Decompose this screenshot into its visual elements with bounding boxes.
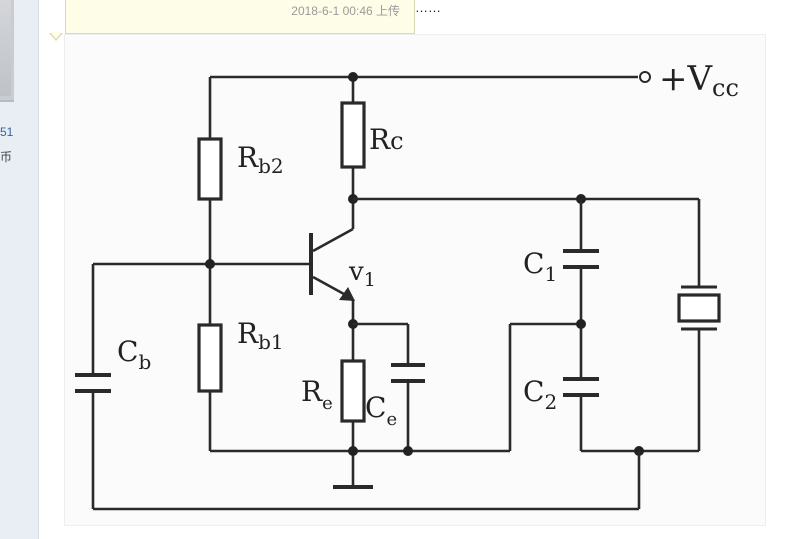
upload-time: 2018-6-1 00:46 上传 bbox=[291, 4, 400, 18]
c1-label: C1 bbox=[523, 247, 557, 286]
tooltip-arrow-inner bbox=[50, 32, 62, 39]
post-text: …… bbox=[415, 0, 441, 15]
attachment-image[interactable]: +Vcc Rb2 Rb1 Cb v1 bbox=[64, 34, 766, 526]
resistor-rb2 bbox=[197, 137, 223, 201]
rb1-label: Rb1 bbox=[237, 317, 284, 354]
c2-label: C2 bbox=[523, 375, 557, 414]
resistor-re bbox=[340, 359, 366, 423]
v1-label: v1 bbox=[348, 257, 376, 291]
avatar-image bbox=[0, 0, 11, 96]
rc-label: Rc bbox=[369, 123, 404, 156]
resistor-rc bbox=[340, 101, 366, 169]
resistor-rb1 bbox=[197, 323, 223, 393]
ce-label: Ce bbox=[365, 391, 397, 430]
crystal-resonator bbox=[677, 293, 721, 323]
post-content: …… 2018-6-1 00:46 上传 +Vcc Rb2 Rb1 bbox=[39, 0, 790, 539]
vcc-terminal bbox=[639, 71, 651, 83]
attachment-tooltip: 2018-6-1 00:46 上传 bbox=[65, 0, 415, 34]
rb2-label: Rb2 bbox=[237, 141, 284, 178]
user-sidebar: 51 币 bbox=[0, 0, 39, 539]
avatar[interactable] bbox=[0, 0, 14, 102]
user-stat-unit: 币 bbox=[0, 150, 13, 164]
vcc-label: +Vcc bbox=[659, 59, 739, 102]
user-stat-number[interactable]: 51 bbox=[0, 125, 14, 139]
re-label: Re bbox=[301, 375, 333, 414]
cb-label: Cb bbox=[117, 335, 151, 374]
circuit-diagram: +Vcc Rb2 Rb1 Cb v1 bbox=[75, 59, 739, 511]
